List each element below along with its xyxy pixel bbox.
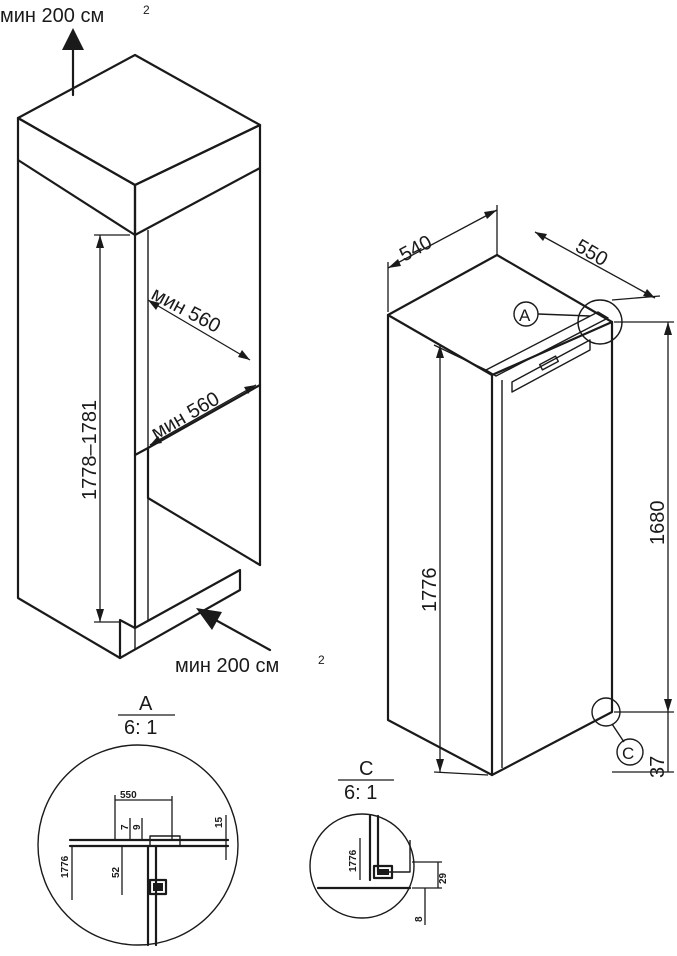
callout-c-letter: C xyxy=(622,744,634,763)
gap-37-label: 37 xyxy=(647,756,669,778)
depth-540-dimension xyxy=(387,205,498,312)
detail-c-view xyxy=(309,813,442,925)
detail-a-15: 15 xyxy=(214,816,225,828)
depth-upper-dimension xyxy=(147,299,251,361)
detail-a-1776: 1776 xyxy=(60,855,71,878)
detail-c-29: 29 xyxy=(438,872,449,884)
height-1680-label: 1680 xyxy=(647,501,669,546)
detail-a-9: 9 xyxy=(132,824,143,830)
detail-c-8: 8 xyxy=(414,916,425,922)
vent-top-sup: 2 xyxy=(143,3,150,17)
niche-height-dimension xyxy=(94,234,130,623)
detail-c-scale: 6: 1 xyxy=(344,782,377,804)
gap-37-dimension xyxy=(612,712,674,773)
detail-a-550: 550 xyxy=(120,790,137,801)
vent-top-arrow xyxy=(62,28,84,97)
depth-upper-label: мин 560 xyxy=(148,283,224,338)
height-1680-dimension xyxy=(614,321,674,713)
vent-bottom-sup: 2 xyxy=(318,653,325,667)
niche-height-label: 1778–1781 xyxy=(79,400,101,500)
depth-lower-label: мин 560 xyxy=(148,388,224,445)
callout-a-letter: A xyxy=(519,306,531,325)
detail-a-title: A xyxy=(139,693,153,715)
detail-a-52: 52 xyxy=(111,866,122,878)
detail-a-scale: 6: 1 xyxy=(124,717,157,739)
width-550-label: 550 xyxy=(572,235,612,271)
niche-cabinet xyxy=(16,53,262,660)
callout-c-marker xyxy=(591,697,644,766)
depth-lower-dimension xyxy=(149,384,257,446)
height-1776-dimension xyxy=(433,344,489,776)
vent-bottom-arrow xyxy=(196,608,272,652)
appliance-body xyxy=(386,253,614,777)
detail-c-1776: 1776 xyxy=(348,849,359,872)
detail-c-title: C xyxy=(359,758,373,780)
detail-a-7: 7 xyxy=(120,824,131,830)
vent-bottom-label: мин 200 см xyxy=(175,655,279,677)
height-1776-label: 1776 xyxy=(419,568,441,613)
vent-top-label: мин 200 см xyxy=(0,5,104,27)
detail-a-view xyxy=(37,744,239,947)
width-550-dimension xyxy=(534,231,661,301)
